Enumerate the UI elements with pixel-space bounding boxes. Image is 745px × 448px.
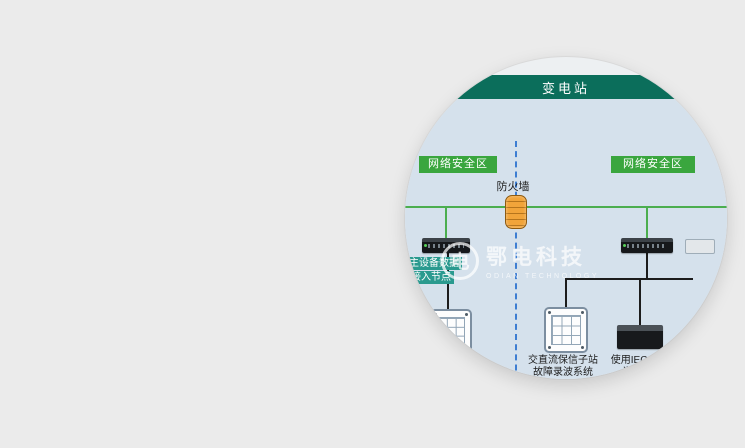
screw-dot [581,346,584,349]
firewall-label: 防火墙 [496,181,530,193]
network-bus-line [405,206,727,208]
security-zone-label-left: 网络安全区 [428,158,488,170]
relay-device-left-icon [430,309,472,353]
caption-right: 使用IEC61850 通讯协议 [603,355,683,379]
screw-dot [548,346,551,349]
connector-line-right-bus [565,278,693,280]
diagram-canvas: 网络安全区 网络安全区 防火墙 主设备数据 接入节点 继电保护系统 [405,99,727,379]
watermark-text: 鄂电科技 ODIAN TECHNOLOGY [486,241,599,280]
security-zone-label-right: 网络安全区 [623,158,683,170]
network-switch-left-icon [422,238,470,253]
caption-left-line1: 继电保护系统 [419,355,479,366]
caption-middle-line1: 交直流保信子站 [528,355,598,366]
connector-line-green-right [646,208,648,238]
security-zone-banner-right: 网络安全区 [611,156,695,173]
substation-title: 变电站 [541,80,590,96]
connector-line-green-left [445,208,447,238]
relay-device-face [437,317,465,345]
substation-header: 变电站 [405,75,727,99]
connector-line-right-drop [646,253,648,280]
screw-dot [581,311,584,314]
screw-dot [465,346,468,349]
connector-line-protocol-drop [639,280,641,325]
caption-right-line1: 使用IEC61850 [610,355,676,366]
access-node-chip-line2: 接入节点 [408,271,454,284]
caption-middle: 交直流保信子站 故障录波系统 [519,355,607,379]
access-node-chip-line1: 主设备数据 [406,257,462,270]
connector-line-middle-relay-drop [565,280,567,308]
screw-dot [434,346,437,349]
screw-dot [434,313,437,316]
circular-diagram-inset: 变电站 网络安全区 网络安全区 防火墙 主设备数据 接入节点 [405,57,727,379]
screw-dot [548,311,551,314]
security-zone-banner-left: 网络安全区 [419,156,497,173]
security-boundary-dashed-line [515,141,517,379]
edge-device-panel [685,239,715,254]
protocol-converter-icon [617,325,663,349]
watermark-title: 鄂电科技 [486,246,586,269]
caption-right-line2: 通讯协议 [623,367,663,378]
relay-device-middle-icon [544,307,588,353]
relay-device-face [551,315,581,345]
screw-dot [465,313,468,316]
caption-left: 继电保护系统 [407,355,491,367]
firewall-icon [505,195,527,229]
caption-middle-line2: 故障录波系统 [533,367,593,378]
network-switch-right-icon [621,238,673,253]
